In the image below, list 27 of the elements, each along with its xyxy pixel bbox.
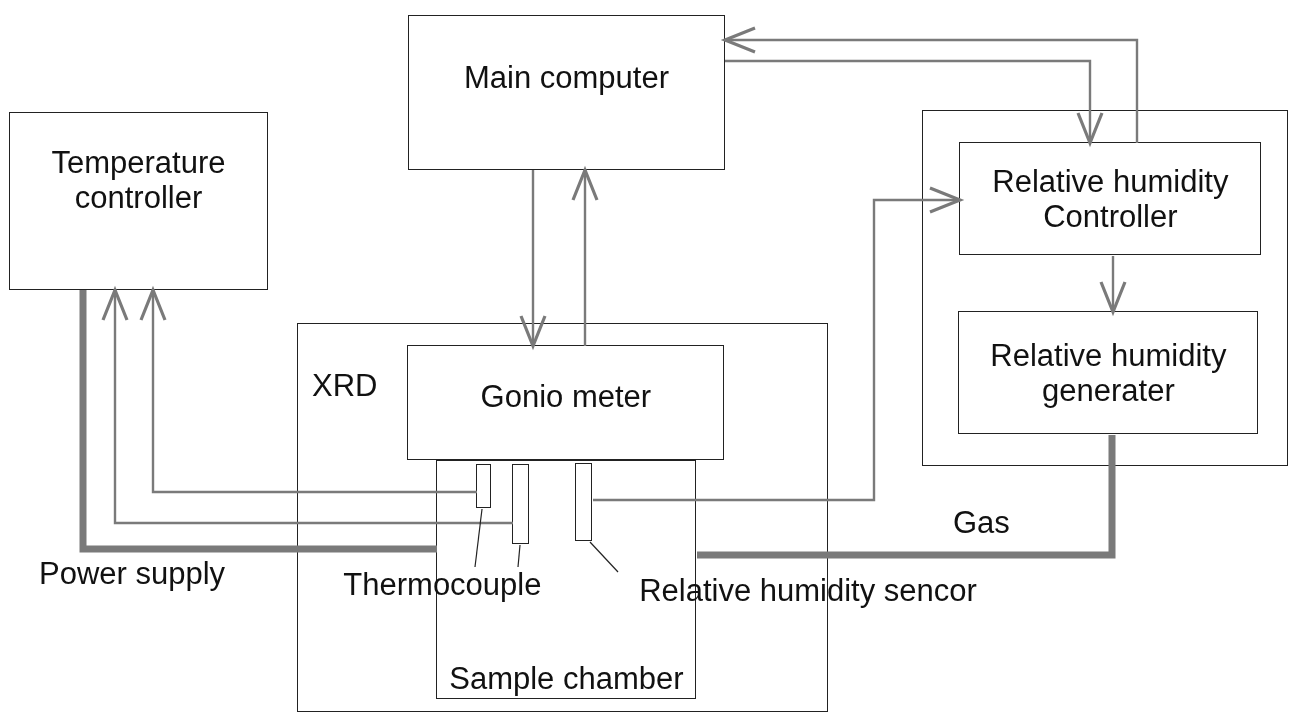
arrow [571, 168, 599, 346]
leader-line [589, 541, 619, 573]
arrow [1099, 256, 1127, 314]
controller-box [9, 112, 268, 290]
sensor-probe [475, 463, 491, 508]
sensor-probe [511, 463, 529, 544]
arrow [519, 170, 547, 348]
box-label: Main computer [464, 60, 669, 95]
computer-box [408, 15, 725, 170]
arrow [101, 288, 513, 525]
box-label: Temperature controller [50, 145, 227, 215]
box-label: Sample chamber [449, 661, 684, 697]
arrow [723, 26, 1139, 143]
leader-line [517, 544, 521, 568]
controller-box [959, 142, 1262, 256]
goniometer-box [407, 345, 725, 461]
box-label: Gonio meter [480, 379, 652, 415]
generator-box [958, 311, 1259, 435]
box-label: Relative humidity generater [989, 337, 1228, 408]
box-label: XRD [312, 368, 378, 403]
arrow [725, 59, 1104, 145]
humidity-unit-frame [922, 110, 1288, 466]
box-label: Relative humidity Controller [991, 163, 1230, 234]
sensor-probe [574, 462, 592, 541]
leader-line [474, 508, 483, 568]
arrow [593, 186, 962, 502]
arrow [139, 288, 477, 494]
